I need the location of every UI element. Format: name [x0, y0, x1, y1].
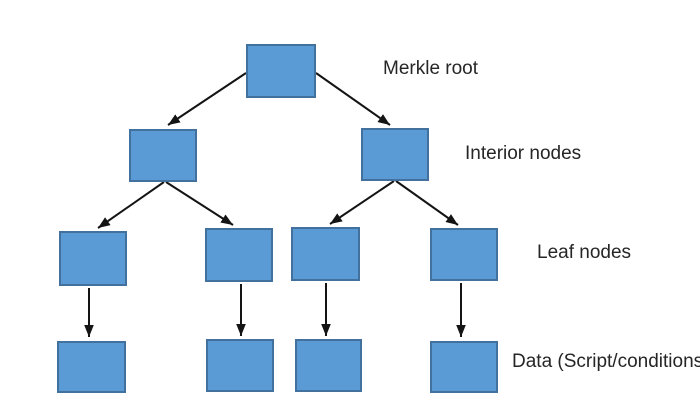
leaf-node-3: [291, 227, 360, 281]
leaf-node-1: [59, 231, 127, 286]
merkle-root-label: Merkle root: [383, 58, 479, 79]
data-node-3: [295, 339, 362, 392]
interior-nodes-label: Interior nodes: [465, 143, 582, 164]
arrow-interior-right-to-leaf-4: [395, 180, 459, 226]
interior-node-left: [129, 129, 197, 182]
arrow-root-to-interior-left: [167, 72, 247, 126]
arrow-root-to-interior-right: [315, 72, 391, 126]
data-node-2: [206, 339, 274, 392]
interior-node-right: [361, 128, 429, 181]
arrow-interior-left-to-leaf-2: [165, 181, 234, 226]
leaf-node-2: [205, 228, 273, 282]
leaf-nodes-label: Leaf nodes: [537, 242, 632, 263]
data-label: Data (Script/conditions): [512, 351, 700, 372]
leaf-node-4: [430, 228, 498, 281]
arrow-interior-right-to-leaf-3: [329, 180, 395, 225]
data-node-4: [430, 341, 498, 393]
merkle-root-node: [246, 44, 316, 98]
data-node-1: [57, 341, 126, 393]
arrow-interior-left-to-leaf-1: [97, 181, 165, 229]
